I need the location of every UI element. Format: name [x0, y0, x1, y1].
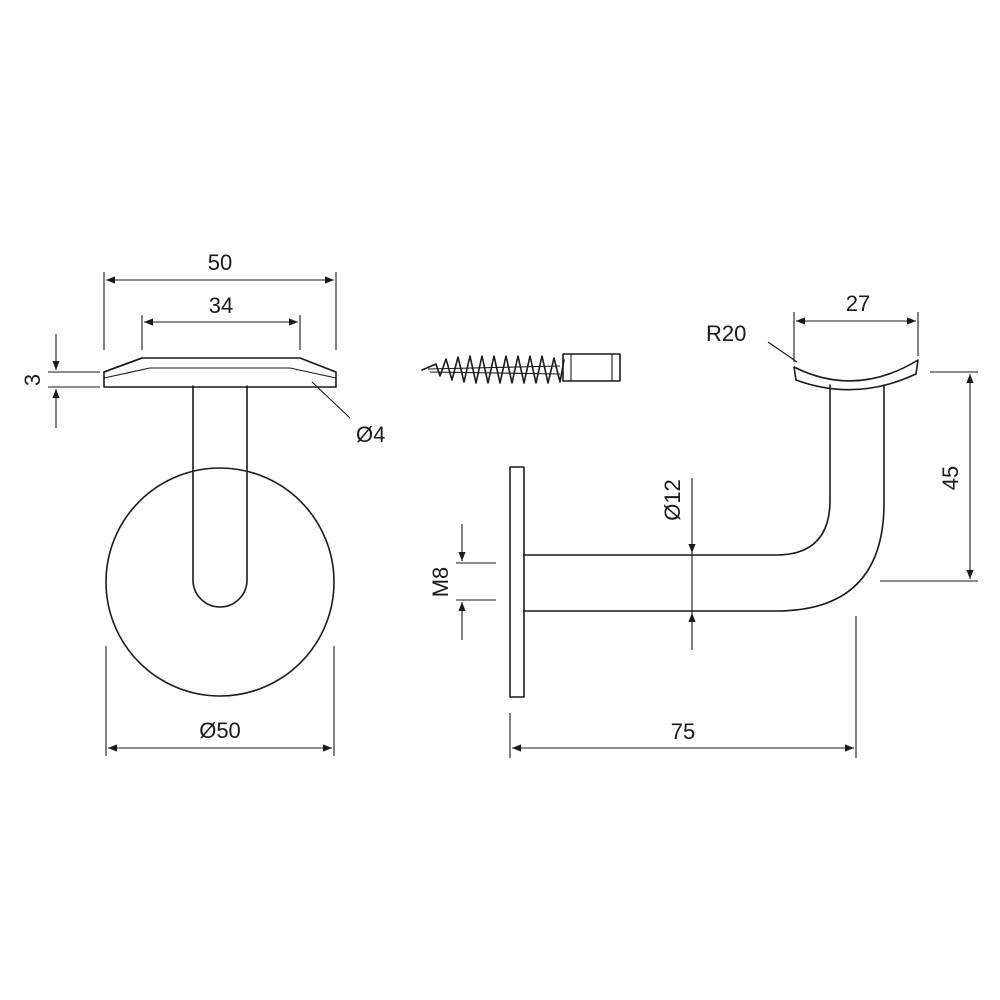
dim-plate-width: 50: [103, 250, 337, 350]
side-view: R20 27 45 Ø12 M8: [428, 291, 978, 758]
dim-label-27: 27: [846, 291, 870, 316]
dim-label-3: 3: [20, 374, 45, 386]
dim-rise: 45: [880, 371, 978, 582]
screw-thread: [421, 355, 565, 384]
tube-inner: [523, 384, 831, 556]
dim-label-34: 34: [209, 293, 233, 318]
saddle-plate: [103, 357, 337, 388]
dim-label-base: Ø50: [199, 718, 241, 743]
dim-tube-diameter: Ø12: [660, 478, 696, 650]
dim-label-hole: Ø4: [356, 422, 385, 447]
dim-label-50: 50: [208, 250, 232, 275]
stem: [192, 385, 248, 608]
dim-thread: M8: [428, 524, 496, 640]
base-disc: [105, 467, 335, 697]
hanger-bolt: [421, 353, 621, 384]
dim-plate-inner: 34: [141, 293, 301, 350]
front-view: 50 34 3 Ø4 Ø50: [20, 250, 385, 756]
dim-hole: Ø4: [311, 381, 385, 447]
dim-label-tube: Ø12: [660, 479, 685, 521]
screw-shank: [562, 353, 621, 382]
dim-base-diameter: Ø50: [105, 646, 335, 756]
dim-label-75: 75: [671, 719, 695, 744]
wall-plate: [509, 466, 525, 698]
dim-projection: 75: [509, 616, 857, 758]
dim-saddle-width: 27: [793, 291, 919, 362]
dim-label-45: 45: [938, 466, 963, 490]
dim-label-m8: M8: [428, 567, 453, 598]
tube-outer: [523, 384, 885, 612]
dim-saddle-radius: R20: [706, 321, 798, 363]
dim-plate-thickness: 3: [20, 334, 100, 428]
dim-label-r20: R20: [706, 321, 746, 346]
side-saddle: [793, 359, 919, 391]
